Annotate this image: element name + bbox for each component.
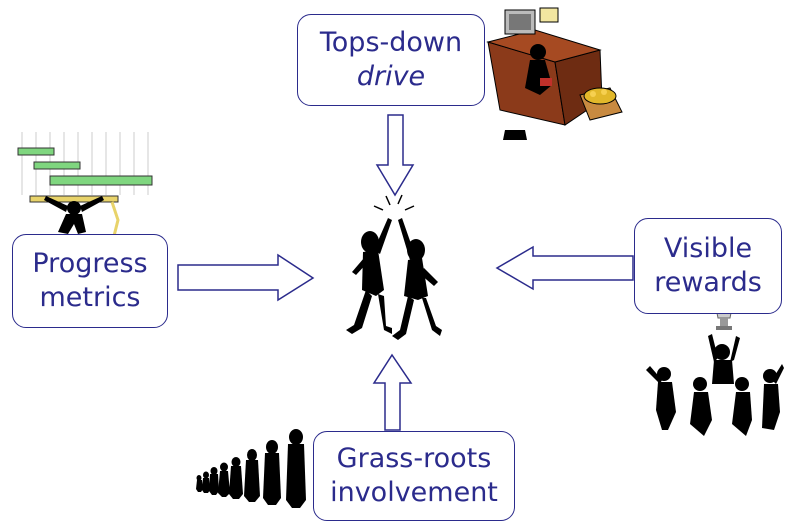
gantt-chart-with-person-icon bbox=[17, 132, 153, 237]
metrics-label: metrics bbox=[39, 282, 141, 313]
progress-metrics-box: Progress metrics bbox=[12, 234, 168, 328]
arrow-up-from-bottom bbox=[372, 353, 413, 431]
arrow-right-from-left bbox=[177, 253, 315, 302]
grass-roots-label: Grass-roots bbox=[336, 443, 492, 474]
visible-label: Visible bbox=[663, 233, 753, 264]
cheering-crowd-with-trophy-icon bbox=[646, 307, 784, 436]
high-five-figures-icon bbox=[346, 194, 442, 340]
grass-roots-involvement-box: Grass-roots involvement bbox=[313, 431, 515, 521]
progress-label: Progress bbox=[32, 248, 148, 279]
arrow-down-from-top bbox=[375, 114, 415, 197]
visible-rewards-box: Visible rewards bbox=[634, 218, 782, 314]
desk-with-computer-and-treasure-icon bbox=[486, 7, 623, 140]
rewards-label: rewards bbox=[654, 267, 762, 298]
involvement-label: involvement bbox=[330, 477, 498, 508]
tops-down-label: Tops-down bbox=[319, 27, 463, 58]
tops-down-drive-box: Tops-down drive bbox=[297, 14, 485, 106]
arrow-left-from-right bbox=[495, 245, 634, 291]
drive-label: drive bbox=[356, 61, 426, 92]
line-of-people-icon bbox=[196, 429, 306, 508]
